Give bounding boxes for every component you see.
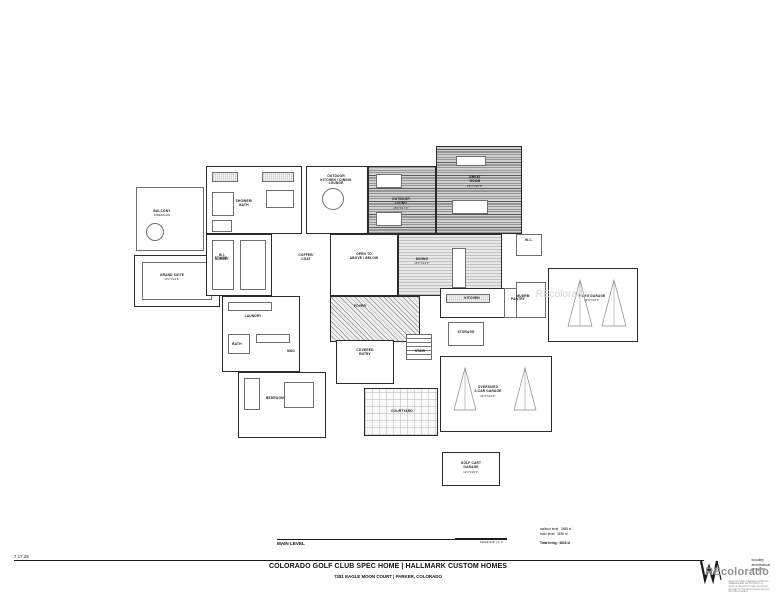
- room-label-kitchen: KITCHEN: [464, 296, 480, 300]
- architect-logo-text: woodley architectural group inc.: [751, 558, 770, 572]
- room-label-courtyard: COURTYARD: [391, 409, 413, 413]
- area-row: walkout level: 3685 sf: [540, 527, 572, 531]
- room-label-wi-closet: W.I. CLOSET: [214, 253, 230, 261]
- room-size-balcony: DIMENSION: [153, 214, 171, 217]
- room-label-stairs: STAIRS: [214, 256, 228, 260]
- oversized-garage-tree-2: [512, 366, 538, 419]
- room-label-mud: MUD: [287, 349, 295, 353]
- room-size-golf-cart-garage: 12'0"X20'0": [463, 471, 479, 474]
- sheet-title: COLORADO GOLF CLUB SPEC HOME | HALLMARK …: [268, 563, 508, 570]
- room-open-to-above: [330, 234, 398, 296]
- room-label-oversized-garage: OVERSIZED 2-CAR GARAGE: [474, 385, 502, 393]
- room-label-outdoor-living: OUTDOOR LIVING: [392, 197, 410, 205]
- garage-tree-2: [600, 278, 628, 335]
- room-label-covered-entry: COVERED ENTRY: [356, 348, 374, 356]
- room-golf-cart-garage: [442, 452, 500, 486]
- room-label-bedroom: BEDROOM: [265, 396, 285, 400]
- room-label-foyer: FOYER: [354, 304, 366, 308]
- room-label-open-to-above: OPEN TO ABOVE / BELOW: [349, 252, 379, 260]
- room-size-great-room: 22'0"X20'0": [467, 185, 483, 188]
- room-2-car-garage: [548, 268, 638, 342]
- bath-lower-vanity: [256, 334, 290, 343]
- great-room-sofa: [452, 200, 488, 214]
- room-size-dining: 15'0"X13'0": [414, 262, 430, 265]
- oversized-garage-tree-1: [452, 366, 478, 419]
- room-covered-entry: [336, 340, 394, 384]
- wc-upper: [212, 220, 232, 232]
- room-size-oversized-garage: 31'0"X24'0": [480, 395, 496, 398]
- scale-label: SCALE 3/16" = 1'-0": [480, 541, 504, 544]
- dining-table: [452, 248, 466, 288]
- main-level-label: MAIN LEVEL: [277, 541, 305, 546]
- room-label-dining: DINING: [415, 257, 429, 261]
- room-label-pantry: PANTRY: [511, 297, 525, 301]
- balcony-table: [146, 223, 164, 241]
- room-label-2-car-garage: 2-CAR GARAGE: [578, 294, 606, 298]
- outdoor-lounge: [376, 212, 402, 226]
- scale-bar: [455, 538, 507, 540]
- main-level-underline: [277, 539, 507, 540]
- room-dining: [398, 234, 502, 296]
- laundry-counter: [228, 302, 272, 311]
- room-storage: [448, 322, 484, 346]
- room-size-2-car-garage: 24'0"X24'0": [584, 299, 600, 302]
- watermark-faint: REcolorado: [535, 289, 588, 300]
- title-rule-top: [14, 560, 704, 561]
- closet-bank-b: [240, 240, 266, 290]
- room-oversized-2-car-garage: [440, 356, 552, 432]
- room-label-bath: BATH: [232, 342, 242, 346]
- room-balcony: [136, 187, 204, 251]
- area-row: Total living: 6818 sf: [540, 540, 571, 545]
- room-label-golf-cart-garage: GOLF CART GARAGE: [460, 461, 482, 469]
- room-label-storage: STORAGE: [457, 330, 475, 334]
- room-courtyard: [364, 388, 438, 436]
- bath-counter-right: [262, 172, 294, 182]
- outdoor-sofa: [376, 174, 402, 188]
- room-label-grand-suite: GRAND SUITE: [159, 273, 185, 277]
- bedroom-closet: [244, 378, 260, 410]
- site-lines: [0, 0, 300, 150]
- room-size-grand-suite: 19'2"X16'8": [164, 278, 180, 281]
- bath-counter-left: [212, 172, 238, 182]
- room-mudroom: [516, 282, 546, 318]
- room-label-wc: W.C.: [525, 238, 533, 242]
- area-schedule: walkout level: 3685 sf main level: 3530 …: [540, 527, 571, 546]
- outdoor-round-table: [322, 188, 344, 210]
- room-kitchen: [440, 288, 516, 318]
- room-label-great-room: GREAT ROOM: [469, 175, 481, 183]
- room-wc: [516, 234, 542, 256]
- architect-logo-subtext: ARCHITECTURE | PLANNING | INTERIORS DRAW…: [728, 580, 770, 594]
- garage-tree-1: [566, 278, 594, 335]
- watermark-recolorado: REcolorado: [705, 566, 769, 578]
- great-room-fireplace: [456, 156, 486, 166]
- tub: [266, 190, 294, 208]
- room-label-coffee-coat: COFFEE/ COAT: [298, 253, 314, 261]
- room-label-outdoor-kitchen: OUTDOOR KITCHEN / DINING LOUNGE: [320, 174, 352, 186]
- room-label-shower-bath: SHOWER/ BATH: [235, 199, 253, 207]
- closet-bank-a: [212, 240, 234, 290]
- room-label-stair-foyer: STAIR: [414, 349, 426, 353]
- sheet-subtitle: 7281 EAGLE MOON COURT | PARKER, COLORADO: [334, 574, 442, 579]
- bed: [284, 382, 314, 408]
- stair-treads: [407, 335, 431, 359]
- room-size-outdoor-living: 18'0"X17'0": [393, 207, 409, 210]
- sheet-date-code: 7.17.25: [14, 554, 29, 559]
- grand-suite-inner: [142, 262, 212, 300]
- shower-enclosure: [212, 192, 234, 216]
- room-label-balcony: BALCONY: [153, 209, 171, 213]
- room-label-laundry: LAUNDRY: [244, 314, 262, 318]
- area-row: main level: 3530 sf: [540, 532, 568, 537]
- bath-lower-shower: [228, 334, 250, 354]
- kitchen-island: [446, 294, 490, 303]
- architect-logo-icon: [698, 558, 724, 585]
- room-label-mudrm: MUDRM: [516, 294, 530, 298]
